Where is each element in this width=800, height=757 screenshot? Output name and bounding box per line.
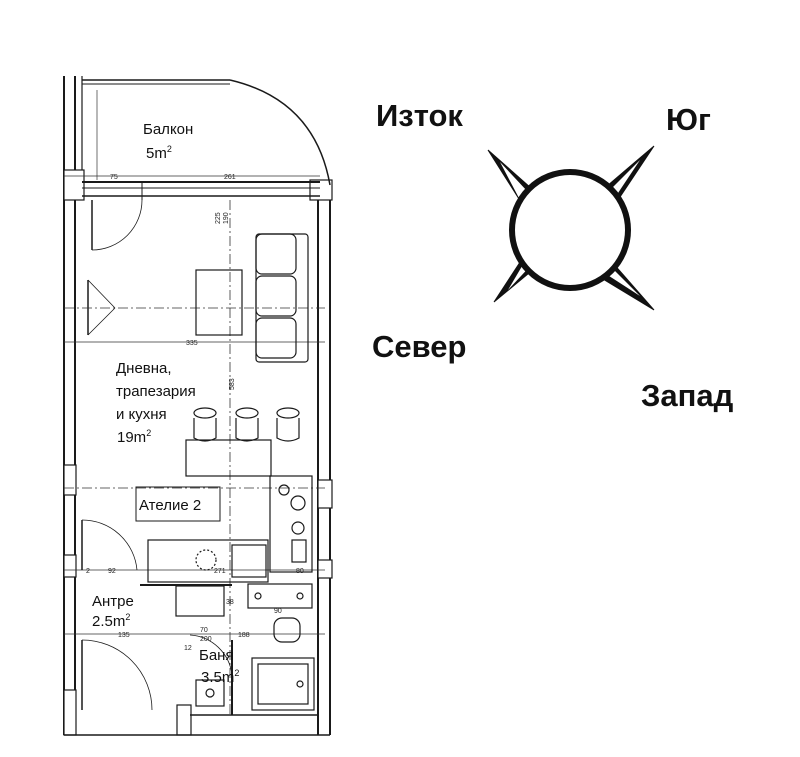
balcony-door (91, 199, 143, 251)
dim-70: 70 (200, 627, 208, 634)
left-window-marker (87, 279, 116, 336)
bar-stool (276, 407, 300, 442)
studio-box (135, 486, 221, 522)
direction-west: Запад (641, 378, 734, 413)
dim-92: 92 (108, 568, 116, 575)
bath-name: Баня (199, 647, 234, 664)
living-area: 19m2 (117, 428, 151, 446)
dining-table (195, 269, 243, 336)
living-line2: трапезария (116, 383, 196, 400)
hall-name: Антре (92, 593, 134, 610)
dim-225: 225 (215, 212, 222, 224)
bar-stool (193, 407, 217, 442)
dimension-lines (64, 90, 325, 635)
studio-name: Ателие 2 (139, 497, 201, 514)
hall-area-exp: 2 (125, 612, 130, 622)
living-line3: и кухня (116, 406, 167, 423)
bar-stool (235, 407, 259, 442)
living-line1: Дневна, (116, 360, 172, 377)
dim-80: 80 (296, 568, 304, 575)
kitchen-unit (269, 475, 313, 573)
dim-335: 335 (186, 340, 198, 347)
axis-lines (64, 200, 325, 715)
dim-2: 2 (86, 568, 90, 575)
interior-partition (140, 539, 313, 617)
balcony-area-exp: 2 (167, 144, 172, 154)
hall-area: 2.5m2 (92, 612, 130, 630)
exterior-walls (63, 76, 333, 736)
direction-north: Север (372, 329, 466, 364)
dim-583: 583 (229, 378, 236, 390)
dim-271: 271 (214, 568, 226, 575)
bath-area: 3.5m2 (201, 668, 239, 686)
dim-75: 75 (110, 174, 118, 181)
dim-38: 38 (226, 599, 234, 606)
compass-ring (509, 169, 631, 291)
bathroom (189, 617, 318, 716)
hall-area-value: 2.5m (92, 613, 125, 630)
direction-east: Изток (376, 98, 463, 133)
dim-188: 188 (238, 632, 250, 639)
compass-rose (487, 145, 655, 311)
balcony-area-value: 5m (146, 145, 167, 162)
balcony (82, 79, 331, 200)
bath-area-value: 3.5m (201, 669, 234, 686)
balcony-name: Балкон (143, 121, 193, 138)
sofa (255, 233, 309, 363)
direction-south: Юг (666, 102, 711, 137)
dim-90: 90 (274, 608, 282, 615)
bath-area-exp: 2 (234, 668, 239, 678)
dim-190: 190 (223, 212, 230, 224)
entry-door (81, 519, 153, 711)
dim-12: 12 (184, 645, 192, 652)
living-area-value: 19m (117, 429, 146, 446)
living-area-exp: 2 (146, 428, 151, 438)
dim-200: 200 (200, 636, 212, 643)
dim-261: 261 (224, 174, 236, 181)
dim-135: 135 (118, 632, 130, 639)
bar-counter (185, 407, 300, 477)
balcony-area: 5m2 (146, 144, 172, 162)
